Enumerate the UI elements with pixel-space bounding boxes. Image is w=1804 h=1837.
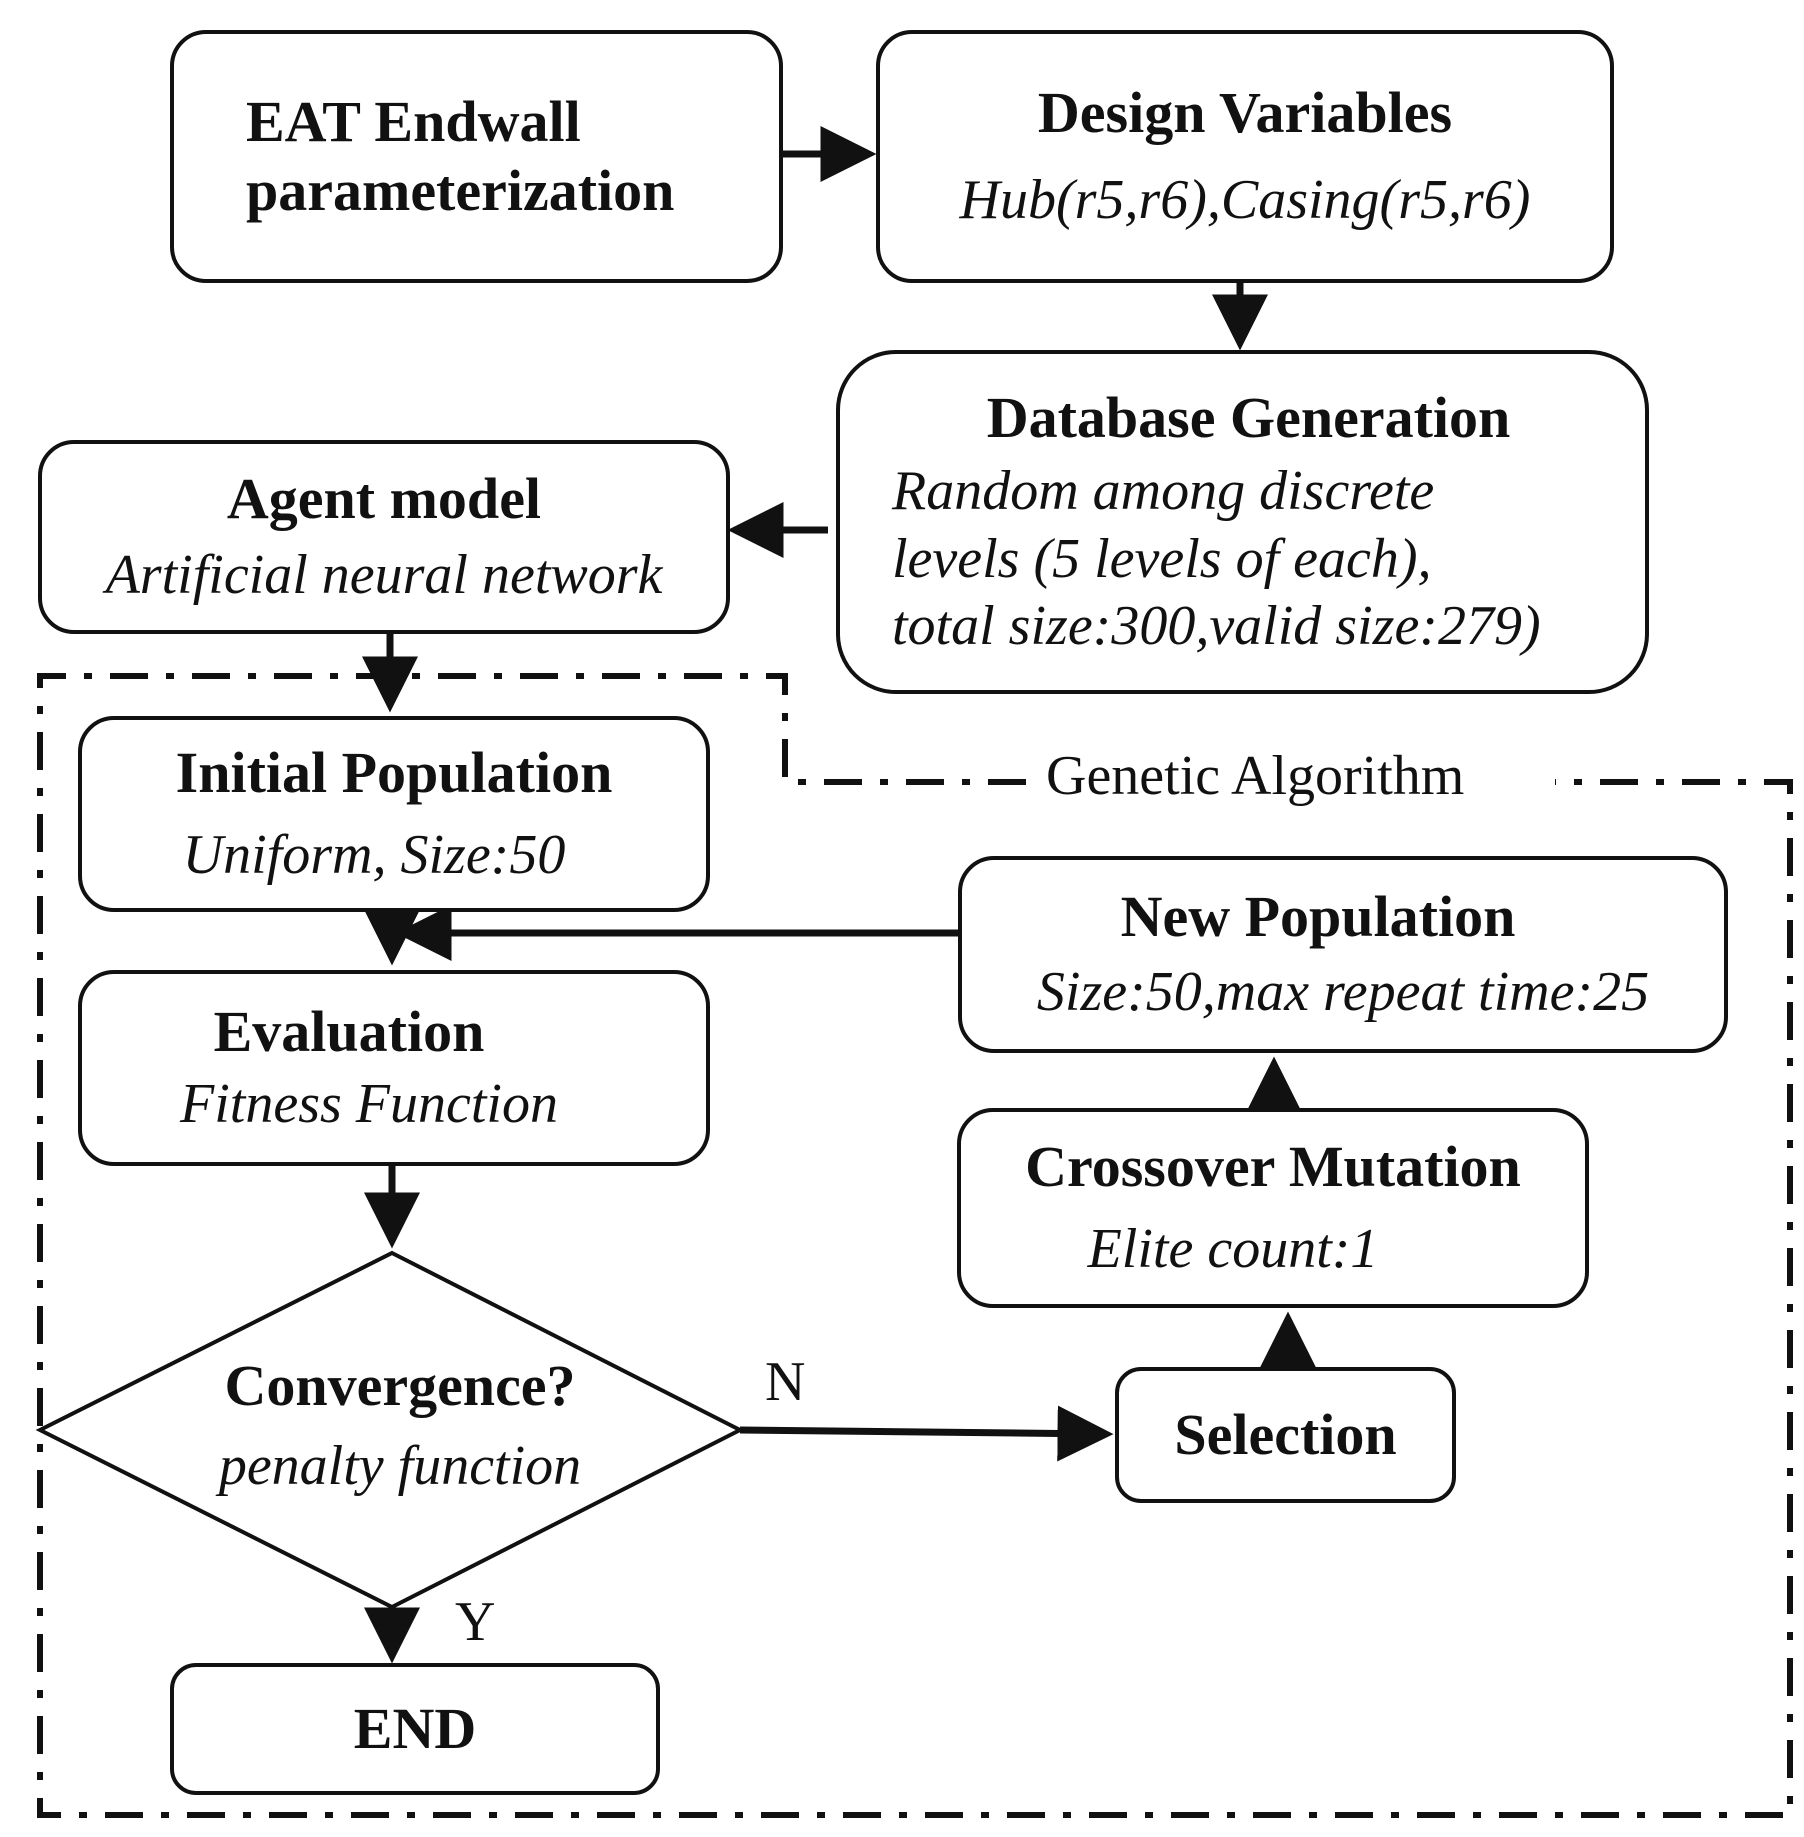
- design-variables-box: Design Variables Hub(r5,r6),Casing(r5,r6…: [876, 30, 1614, 283]
- parameterization-box: EAT Endwall parameterization: [170, 30, 783, 283]
- agent-model-sub: Artificial neural network: [105, 543, 663, 606]
- initial-population-box: Initial Population Uniform, Size:50: [78, 716, 710, 912]
- end-box: END: [170, 1663, 660, 1795]
- crossover-mutation-title: Crossover Mutation: [1025, 1134, 1521, 1200]
- design-variables-title: Design Variables: [1037, 79, 1453, 145]
- genetic-algorithm-group-outline: [37, 673, 1793, 1818]
- database-generation-sub-line-3: total size:300,valid size:279): [892, 594, 1541, 657]
- initial-population-title: Initial Population: [175, 740, 613, 806]
- selection-title: Selection: [1174, 1401, 1397, 1467]
- agent-model-title: Agent model: [226, 466, 542, 532]
- evaluation-title: Evaluation: [213, 999, 485, 1065]
- initial-population-sub: Uniform, Size:50: [182, 823, 566, 886]
- database-generation-title: Database Generation: [986, 385, 1511, 450]
- new-population-title: New Population: [1120, 883, 1516, 949]
- new-population-box: New Population Size:50,max repeat time:2…: [958, 856, 1728, 1053]
- convergence-title: Convergence?: [224, 1353, 576, 1418]
- yes-branch-label: Y: [455, 1591, 496, 1653]
- arrow-convergence-to-selection: [739, 1405, 1114, 1462]
- convergence-diamond: [35, 1250, 745, 1610]
- no-branch-label: N: [765, 1351, 806, 1413]
- evaluation-box: Evaluation Fitness Function: [78, 970, 710, 1166]
- genetic-algorithm-label: Genetic Algorithm: [1046, 745, 1465, 807]
- evaluation-sub: Fitness Function: [180, 1072, 558, 1135]
- design-variables-sub: Hub(r5,r6),Casing(r5,r6): [959, 169, 1531, 232]
- parameterization-title-line-2: parameterization: [246, 157, 675, 223]
- crossover-mutation-box: Crossover Mutation Elite count:1: [957, 1108, 1589, 1308]
- convergence-sub: penalty function: [218, 1435, 582, 1497]
- database-generation-box: Database Generation Random among discret…: [836, 350, 1649, 694]
- end-title: END: [353, 1695, 477, 1761]
- selection-box: Selection: [1115, 1367, 1456, 1503]
- agent-model-box: Agent model Artificial neural network: [38, 440, 730, 634]
- database-generation-sub-line-2: levels (5 levels of each),: [892, 527, 1432, 590]
- new-population-sub: Size:50,max repeat time:25: [1036, 961, 1650, 1024]
- database-generation-sub-line-1: Random among discrete: [892, 460, 1435, 523]
- crossover-mutation-sub: Elite count:1: [1087, 1217, 1379, 1280]
- parameterization-title-line-1: EAT Endwall: [246, 89, 581, 155]
